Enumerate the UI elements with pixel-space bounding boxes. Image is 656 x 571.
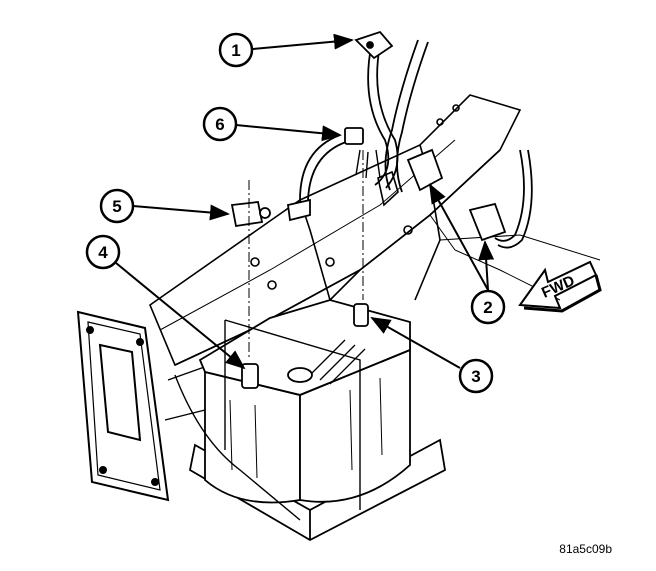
svg-text:2: 2 xyxy=(483,298,492,317)
installation-guides xyxy=(248,150,364,360)
fwd-arrow: FWD xyxy=(518,260,602,313)
connector-1-icon xyxy=(354,30,394,60)
callout-4: 4 xyxy=(85,234,121,270)
leader-6 xyxy=(235,124,342,142)
svg-text:6: 6 xyxy=(215,115,224,134)
callout-2: 2 xyxy=(470,289,506,325)
leader-1 xyxy=(252,33,354,50)
callout-1: 1 xyxy=(218,32,254,68)
connector-5-icon xyxy=(230,201,264,228)
svg-text:4: 4 xyxy=(98,243,108,262)
fitting-4-icon xyxy=(241,363,259,389)
svg-text:1: 1 xyxy=(231,41,240,60)
leader-4 xyxy=(115,262,246,370)
leader-5 xyxy=(132,204,230,221)
leader-2a xyxy=(429,183,489,291)
svg-text:5: 5 xyxy=(112,197,121,216)
callout-6: 6 xyxy=(202,106,238,142)
figure-id: 81a5c09b xyxy=(559,542,612,556)
leader-2b xyxy=(478,240,495,291)
harness-connectors xyxy=(230,30,507,242)
callout-leaders xyxy=(115,33,495,370)
callout-5: 5 xyxy=(99,188,135,224)
compressor-assembly xyxy=(174,299,446,542)
connector-2a-icon xyxy=(406,148,444,192)
connector-6-icon xyxy=(344,127,364,145)
callouts: 1 6 5 4 3 2 xyxy=(85,32,506,394)
callout-3: 3 xyxy=(458,358,494,394)
connector-2b-icon xyxy=(468,202,507,242)
fitting-3-icon xyxy=(353,303,369,327)
svg-text:3: 3 xyxy=(471,367,480,386)
mounting-bracket xyxy=(76,310,211,502)
leader-3 xyxy=(370,317,461,369)
